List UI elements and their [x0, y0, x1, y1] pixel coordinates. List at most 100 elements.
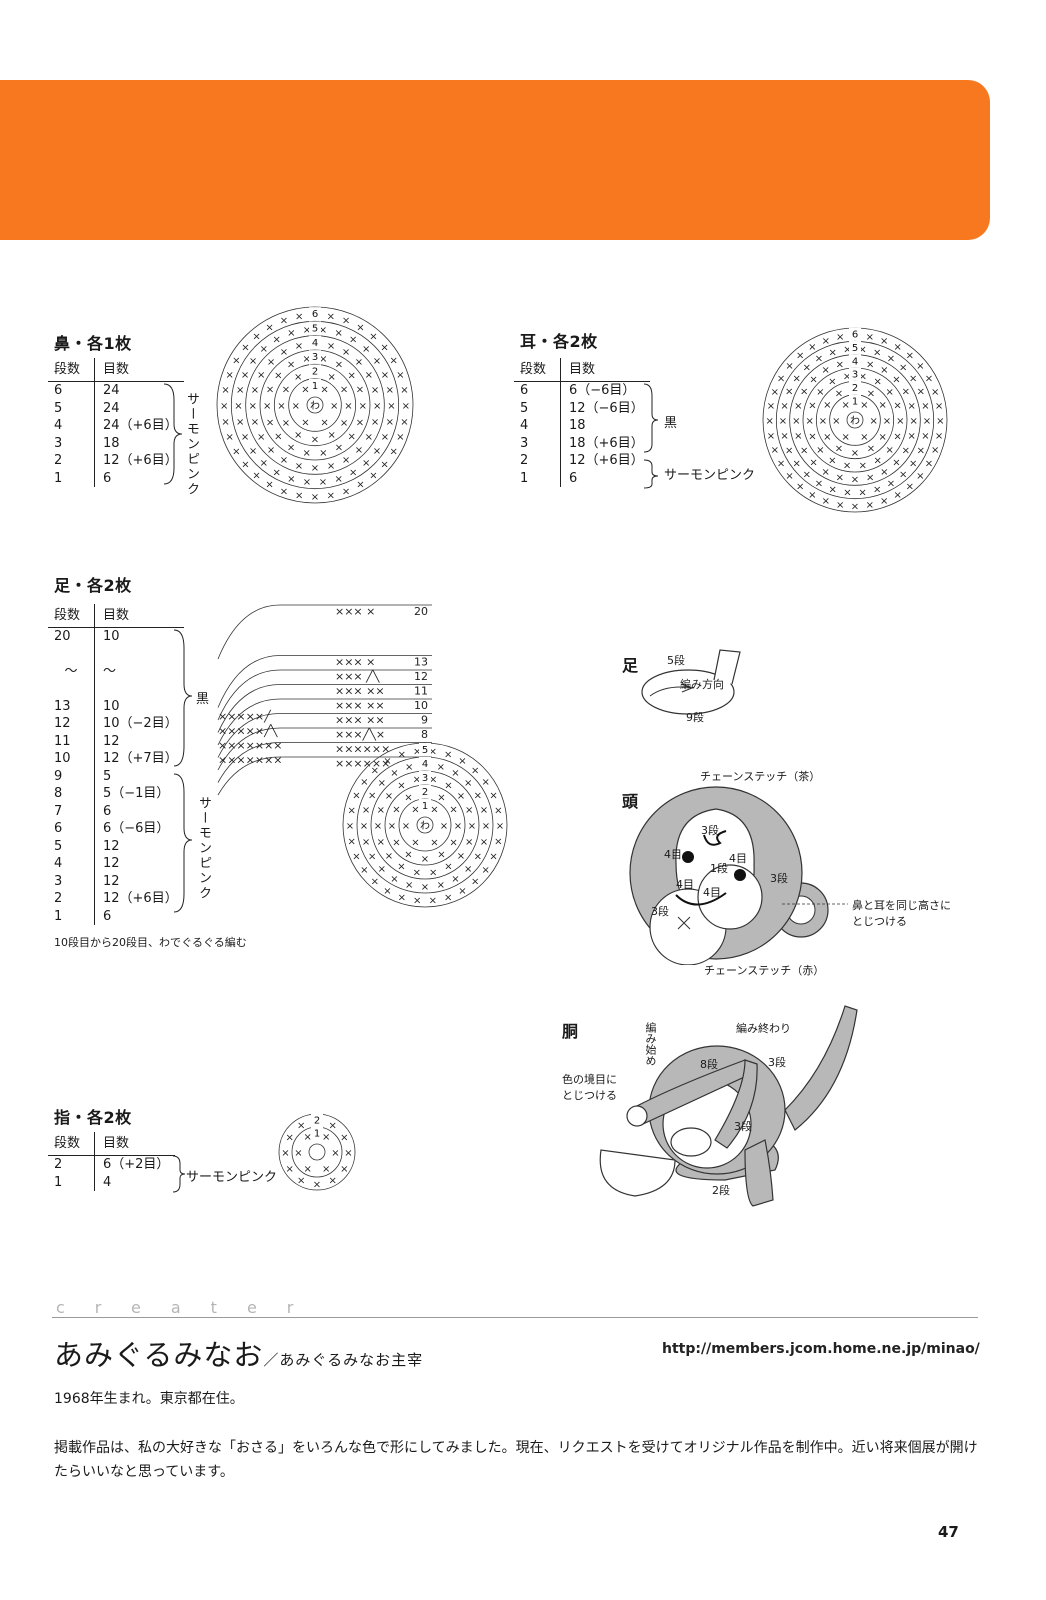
row-number-bg: [849, 394, 861, 407]
row-number: 8: [48, 785, 95, 803]
stitch-mark: ×: [896, 416, 904, 427]
creator-url[interactable]: http://members.jcom.home.ne.jp/minao/: [662, 1341, 980, 1357]
stitch-mark: ×: [257, 370, 265, 381]
stitch-mark: ×: [873, 484, 881, 495]
stitch-mark: ×: [779, 416, 787, 427]
row-number-label: 5: [312, 324, 318, 335]
row-number: 7: [48, 802, 95, 820]
creater-divider: [52, 1317, 978, 1318]
stitch-mark: ×: [303, 477, 311, 488]
row-number-bg: [849, 341, 861, 353]
stitch-mark: ×: [471, 765, 479, 776]
stitch-mark: ×: [232, 356, 240, 367]
stitch-mark: ×: [342, 486, 350, 497]
stitch-mark: ×: [866, 359, 874, 370]
stitch-mark: ×: [286, 1132, 294, 1143]
stitch-mark: ×: [267, 357, 275, 368]
body-label-attach: 色の境目に とじつける: [562, 1073, 617, 1102]
fingers-title: 指・各2枚: [54, 1108, 132, 1127]
stitch-mark: ×: [359, 401, 367, 412]
stitch-mark: ×: [347, 837, 355, 848]
row-number-label: 4: [852, 356, 858, 367]
stitch-mark: ×: [389, 356, 397, 367]
stitch-mark: ×: [220, 401, 228, 412]
stitch-mark: ×: [449, 805, 457, 816]
row-number: 2: [48, 1155, 95, 1174]
left-stitch-marks: ×××××╱╲: [218, 724, 279, 738]
stitch-mark: ×: [451, 874, 459, 885]
stitch-mark: ×: [252, 471, 260, 482]
stitch-mark: ×: [329, 1175, 337, 1186]
stitch-count: 18（+6目）: [569, 435, 644, 451]
stitch-mark: ×: [377, 837, 385, 848]
row-number-label: 2: [312, 367, 318, 378]
creator-description: 掲載作品は、私の大好きな「おさる」をいろんな色で形にしてみました。現在、リクエス…: [54, 1440, 978, 1480]
row-number: 3: [48, 434, 95, 452]
stitch-mark: ×: [369, 331, 377, 342]
stitch-count: 12: [103, 873, 120, 889]
stitch-mark: ×: [320, 418, 328, 429]
stitch-mark: ×: [330, 401, 338, 412]
stitch-mark: ×: [468, 821, 476, 832]
stitch-mark: ×: [880, 365, 888, 376]
stitch-mark: ×: [356, 385, 364, 396]
stitch-mark: ×: [301, 384, 309, 395]
stitch-mark: ×: [796, 351, 804, 362]
stitch-mark: ×: [413, 775, 421, 786]
stitch-mark: ×: [294, 372, 302, 383]
stitch-mark: ×: [280, 316, 288, 327]
stitch-mark: ×: [444, 750, 452, 761]
stitch-mark: ×: [373, 446, 381, 457]
stitch-mark: ×: [236, 417, 244, 428]
stitch-mark: ×: [352, 790, 360, 801]
feet-circle-group: ××××××××××××××××××××××××××××××××××××××××…: [342, 742, 508, 908]
row-number-bg: [309, 307, 321, 320]
stitch-mark: ×: [829, 484, 837, 495]
stitch-mark: ×: [823, 400, 831, 411]
stitch-count: 6（−6目）: [569, 383, 636, 398]
stitch-mark: ×: [349, 467, 357, 478]
stitch-mark: ×: [925, 373, 933, 384]
stitch-mark: ×: [866, 332, 874, 343]
row-number: 1: [48, 469, 95, 487]
stitch-mark: ×: [859, 461, 867, 472]
stitch-mark: ×: [260, 344, 268, 355]
stitch-mark: ×: [822, 496, 830, 507]
stitch-mark: ×: [225, 432, 233, 443]
stitch-mark: ×: [265, 322, 273, 333]
head-illustration: [629, 786, 829, 965]
stitch-mark: ×: [404, 792, 412, 803]
stitch-mark: ×: [835, 444, 843, 455]
stitch-mark: ×: [344, 401, 352, 412]
stitch-mark: ×: [481, 865, 489, 876]
stitch-mark: ×: [819, 416, 827, 427]
stitch-mark: ×: [327, 490, 335, 501]
row-number-label: 3: [852, 370, 858, 381]
nose-title: 鼻・各1枚: [54, 334, 132, 353]
stitch-count: 24: [103, 383, 120, 398]
header-banner: [0, 80, 990, 240]
stitch-mark: ×: [347, 370, 355, 381]
stitch-mark: ×: [873, 348, 881, 359]
stitch-mark: ×: [916, 361, 924, 372]
stitch-mark: ×: [921, 401, 929, 412]
page-number: 47: [938, 1523, 959, 1541]
stitch-mark: ×: [935, 431, 943, 442]
stitch-mark: ×: [808, 490, 816, 501]
row-number: 12: [48, 715, 95, 733]
stitch-mark: ×: [286, 1164, 294, 1175]
stitch-count: 10: [103, 698, 120, 714]
row-number-label: 4: [422, 759, 428, 770]
feet-color-pink: サーモンピンク: [196, 796, 211, 901]
creator-role: ／あみぐるみなお主宰: [263, 1351, 424, 1369]
stitch-mark: ×: [832, 416, 840, 427]
head-label-4me-right: 4目: [729, 852, 747, 865]
stitch-mark: ×: [287, 328, 295, 339]
stitch-mark: ×: [252, 331, 260, 342]
stitch-mark: ×: [360, 865, 368, 876]
stitch-row-number: 10: [414, 699, 428, 712]
